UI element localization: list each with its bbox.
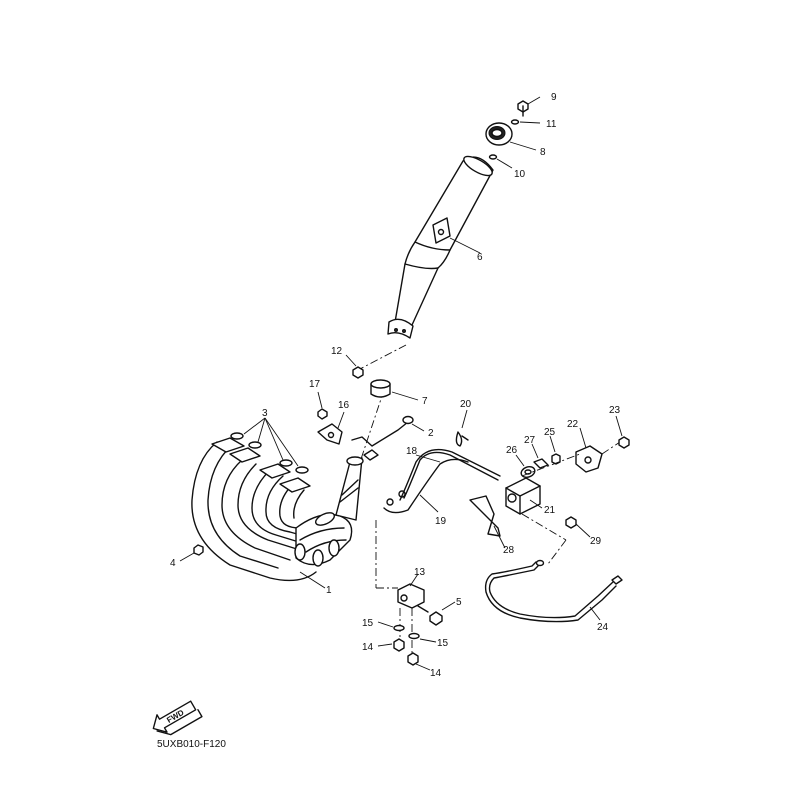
callout-8: 8: [540, 147, 546, 158]
callout-29: 29: [590, 536, 602, 547]
cap-washer: [510, 119, 541, 125]
callout-3: 3: [262, 408, 268, 419]
stay-washer-right: [408, 632, 437, 643]
stay-bracket: [317, 411, 345, 445]
callout-13: 13: [414, 567, 426, 578]
muffler-end-cap: [485, 122, 513, 146]
callout-9: 9: [551, 92, 557, 103]
callout-21: 21: [544, 505, 556, 516]
screw-small: [549, 435, 561, 465]
callout-22: 22: [567, 419, 579, 430]
forward-arrow-icon: FWD: [152, 700, 203, 736]
exhaust-gaskets: [230, 417, 309, 474]
callout-28: 28: [503, 545, 515, 556]
bracket-screw: [615, 415, 630, 449]
callout-23: 23: [609, 405, 621, 416]
callout-27: 27: [524, 435, 536, 446]
callout-7: 7: [422, 396, 428, 407]
muffler: [387, 155, 494, 339]
cable-clamp: [455, 409, 469, 447]
collector-stay: [397, 573, 425, 609]
bracket-bolt: [317, 391, 328, 420]
stay-bolt: [417, 601, 456, 626]
callout-1: 1: [326, 585, 332, 596]
callout-15-right: 15: [437, 638, 449, 649]
callout-6: 6: [477, 252, 483, 263]
stay-bolt-right: [407, 652, 431, 671]
exhaust-collector: [191, 437, 364, 589]
stay-washer-left: [377, 621, 405, 632]
callout-2: 2: [428, 428, 434, 439]
muffler-gasket: [370, 379, 419, 401]
flange-nut: [179, 544, 204, 562]
callout-15-left: 15: [362, 618, 374, 629]
collar: [531, 443, 549, 469]
bracket-bolt-29: [565, 516, 591, 538]
callout-14-left: 14: [362, 642, 374, 653]
callout-19: 19: [435, 516, 447, 527]
callout-11: 11: [546, 119, 557, 130]
callout-17: 17: [309, 379, 321, 390]
callout-24: 24: [597, 622, 609, 633]
air-pipe: [484, 559, 623, 623]
exhaust-sensor: [351, 415, 425, 461]
sensor-bracket: [575, 427, 603, 473]
servo-motor: [505, 477, 543, 515]
stay-bolt-left: [377, 638, 405, 652]
drawing-code: 5UXB010-F120: [157, 739, 226, 750]
callout-10: 10: [514, 169, 526, 180]
grommet-large: [515, 454, 536, 478]
grommet: [488, 154, 513, 169]
cap-bolt: [517, 96, 541, 117]
callout-25: 25: [544, 427, 556, 438]
callout-12: 12: [331, 346, 343, 357]
callout-18: 18: [406, 446, 418, 457]
callout-20: 20: [460, 399, 472, 410]
callout-4: 4: [170, 558, 176, 569]
callout-14-right: 14: [430, 668, 442, 679]
valve-cables: [383, 448, 501, 514]
callout-5: 5: [456, 597, 462, 608]
callout-labels: 9 11 8 10 6 12 7 17 16 3 2 20 18 19 22 2…: [170, 92, 621, 679]
callout-16: 16: [338, 400, 350, 411]
servo-bracket: [469, 495, 506, 549]
clamp-bolt: [345, 354, 364, 379]
callout-26: 26: [506, 445, 518, 456]
